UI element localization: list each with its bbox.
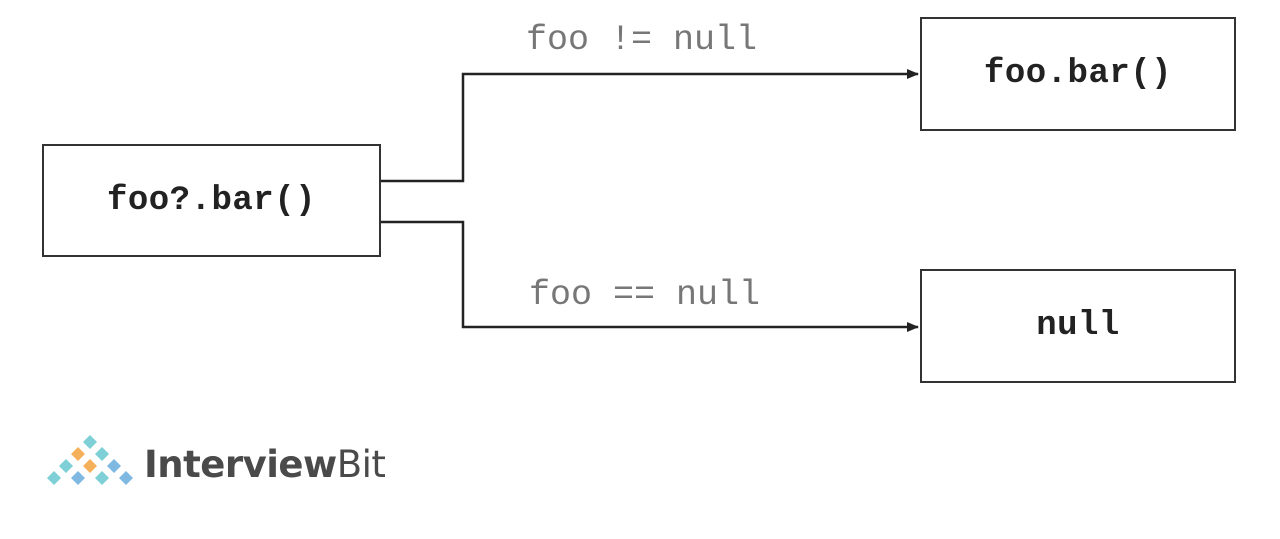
- interviewbit-logo-text: InterviewBit: [144, 442, 386, 486]
- null-branch-arrow: [381, 220, 919, 332]
- source-expression-text: foo?.bar(): [106, 181, 317, 220]
- non-null-condition-label: foo != null: [526, 20, 758, 60]
- logo-diamond: [107, 459, 121, 473]
- non-null-result-box: foo.bar(): [920, 17, 1236, 131]
- logo-diamond: [83, 435, 97, 449]
- null-condition-label: foo == null: [529, 275, 761, 315]
- null-result-text: null: [1036, 307, 1120, 345]
- non-null-branch-arrow: [381, 69, 919, 183]
- logo-diamond: [95, 447, 109, 461]
- logo-diamond: [95, 471, 109, 485]
- logo-diamond: [71, 471, 85, 485]
- interviewbit-logo-mark-icon: [47, 435, 133, 485]
- non-null-result-text: foo.bar(): [983, 55, 1173, 93]
- interviewbit-logo: InterviewBit: [42, 432, 386, 496]
- logo-diamond: [119, 471, 133, 485]
- logo-text-regular: Bit: [336, 442, 386, 486]
- null-result-box: null: [920, 269, 1236, 383]
- logo-text-bold: Interview: [144, 442, 337, 486]
- logo-diamond: [59, 459, 73, 473]
- logo-diamond: [83, 459, 97, 473]
- source-expression-box: foo?.bar(): [42, 144, 381, 257]
- logo-diamond: [71, 447, 85, 461]
- logo-diamond: [47, 471, 61, 485]
